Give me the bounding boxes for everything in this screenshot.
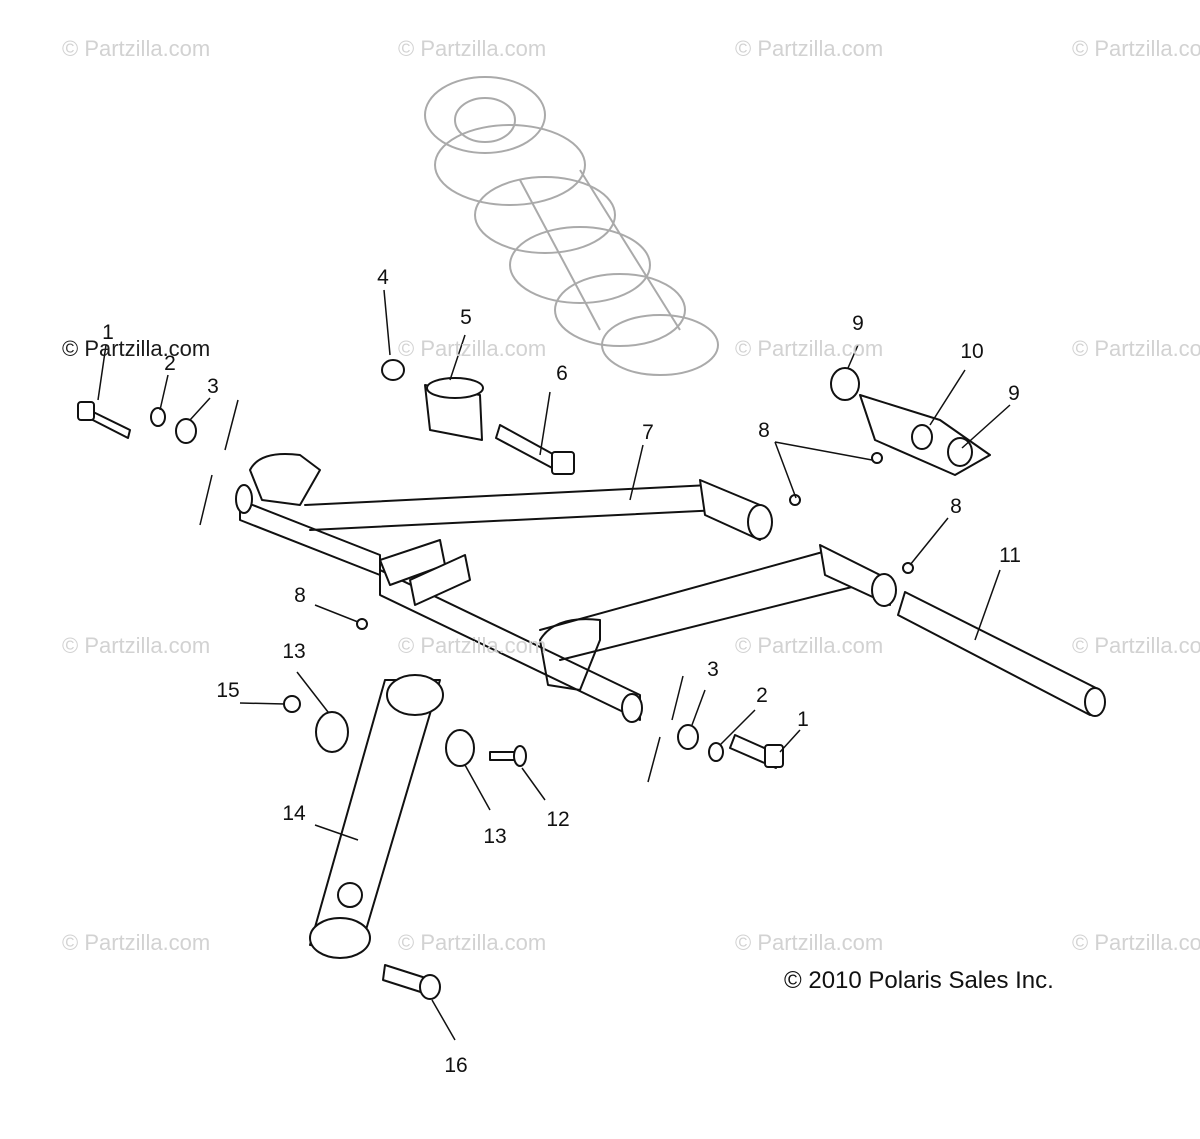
watermark: © Partzilla.com	[62, 36, 211, 61]
callout-label: 8	[950, 495, 962, 518]
hardware	[77, 359, 991, 769]
leader-lines	[97, 289, 1011, 1041]
shaft	[897, 591, 1106, 717]
watermark: © Partzilla.com	[735, 36, 884, 61]
watermark: © Partzilla.com	[398, 336, 547, 361]
callout-label: 2	[756, 684, 768, 707]
callout-label: 14	[282, 802, 306, 825]
copyright-notice: © 2010 Polaris Sales Inc.	[784, 967, 1054, 994]
callout-label: 7	[642, 421, 654, 444]
callout-label: 9	[1008, 382, 1020, 405]
watermark: © Partzilla.com	[62, 336, 211, 361]
callout-label: 3	[207, 375, 219, 398]
callout-label: 6	[556, 362, 568, 385]
watermark: © Partzilla.com	[735, 336, 884, 361]
watermark: © Partzilla.com	[398, 930, 547, 955]
callout-label: 3	[707, 658, 719, 681]
a-arm-upper	[235, 453, 773, 576]
watermark: © Partzilla.com	[1072, 336, 1200, 361]
callout-label: 1	[102, 321, 114, 344]
watermark: © Partzilla.com	[1072, 930, 1200, 955]
shock-absorber	[424, 76, 719, 376]
watermark: © Partzilla.com	[735, 930, 884, 955]
callout-label: 10	[960, 340, 984, 363]
watermark: © Partzilla.com	[62, 633, 211, 658]
callout-label: 15	[216, 679, 240, 702]
callout-label: 13	[483, 825, 507, 848]
callout-label: 8	[294, 584, 306, 607]
callout-label: 4	[377, 266, 389, 289]
watermark: © Partzilla.com	[62, 930, 211, 955]
watermark: © Partzilla.com	[1072, 633, 1200, 658]
pivot-link	[309, 674, 444, 1000]
watermark: © Partzilla.com	[1072, 36, 1200, 61]
callout-label: 11	[999, 544, 1021, 567]
callout-label: 16	[444, 1054, 468, 1077]
callout-label: 8	[758, 419, 770, 442]
watermark: © Partzilla.com	[735, 633, 884, 658]
watermark: © Partzilla.com	[398, 36, 547, 61]
a-arm-lower	[379, 539, 897, 723]
callout-label: 2	[164, 352, 176, 375]
callout-label: 5	[460, 306, 472, 329]
watermark: © Partzilla.com	[398, 633, 547, 658]
callout-label: 13	[282, 640, 306, 663]
callout-label: 12	[546, 808, 570, 831]
alignment-marks	[199, 399, 684, 783]
callout-label: 1	[797, 708, 809, 731]
callout-label: 9	[852, 312, 864, 335]
